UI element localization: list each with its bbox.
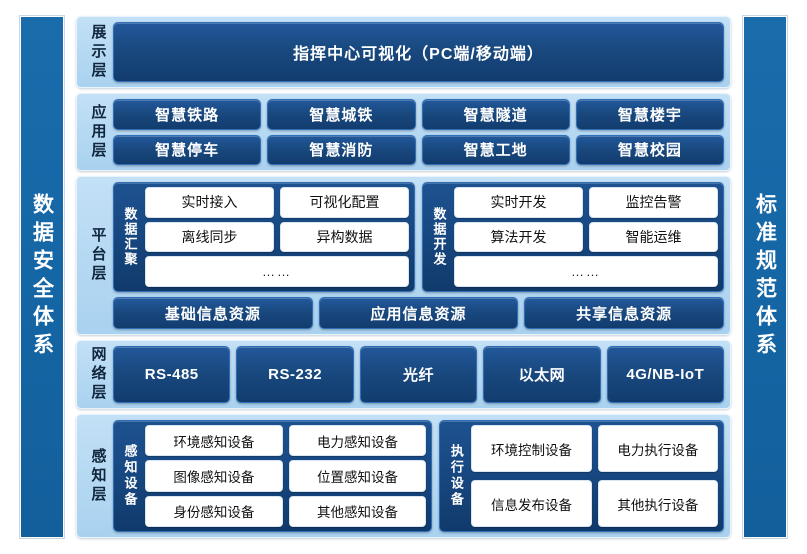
application-item-smart-firefighting[interactable]: 智慧消防 xyxy=(267,134,416,165)
sensing-devices-row-2: 图像感知设备 位置感知设备 xyxy=(145,460,427,492)
platform-resource-shared-info[interactable]: 共享信息资源 xyxy=(524,297,725,329)
sensing-device-image[interactable]: 图像感知设备 xyxy=(145,460,283,492)
presentation-item-command-center[interactable]: 指挥中心可视化（PC端/移动端） xyxy=(113,22,724,82)
actuator-devices-row-1: 环境控制设备 电力执行设备 xyxy=(471,425,718,472)
sensing-device-power[interactable]: 电力感知设备 xyxy=(288,425,427,457)
pillar-left-label: 数据安全体系 xyxy=(30,193,54,361)
application-item-smart-urban-rail[interactable]: 智慧城铁 xyxy=(267,99,416,130)
sensing-devices-row-3: 身份感知设备 其他感知设备 xyxy=(145,495,427,527)
perception-group-sensing-devices-label: 感知设备 xyxy=(122,444,138,508)
platform-group-data-development: 数据开发 实时开发 监控告警 算法开发 智能运维 …… xyxy=(422,182,724,292)
layer-application: 应用层 智慧铁路 智慧城铁 智慧隧道 智慧楼宇 智慧停车 智慧消防 智慧工地 智… xyxy=(76,93,731,171)
data-aggregation-row-2: 离线同步 异构数据 xyxy=(145,221,409,253)
network-item-rs485[interactable]: RS-485 xyxy=(113,346,231,403)
sensing-device-identity[interactable]: 身份感知设备 xyxy=(145,495,283,527)
layer-presentation-label: 展示层 xyxy=(89,23,107,81)
data-development-item-algorithm-dev[interactable]: 算法开发 xyxy=(454,221,583,253)
data-aggregation-row-3: …… xyxy=(145,256,409,288)
application-row-2: 智慧停车 智慧消防 智慧工地 智慧校园 xyxy=(113,134,724,165)
actuator-device-environment-control[interactable]: 环境控制设备 xyxy=(471,425,592,472)
platform-group-data-aggregation: 数据汇聚 实时接入 可视化配置 离线同步 异构数据 …… xyxy=(113,182,415,292)
layer-platform: 平台层 数据汇聚 实时接入 可视化配置 离线同步 异构数据 xyxy=(76,176,731,335)
platform-resource-application-info[interactable]: 应用信息资源 xyxy=(318,297,519,329)
actuator-device-info-release[interactable]: 信息发布设备 xyxy=(471,480,592,527)
platform-resource-basic-info[interactable]: 基础信息资源 xyxy=(113,297,313,329)
actuator-devices-row-2: 信息发布设备 其他执行设备 xyxy=(471,480,718,527)
data-aggregation-item-more[interactable]: …… xyxy=(145,256,409,288)
sensing-devices-row-1: 环境感知设备 电力感知设备 xyxy=(145,425,427,457)
layer-perception-label: 感知层 xyxy=(89,447,107,505)
platform-group-data-aggregation-label: 数据汇聚 xyxy=(122,207,138,267)
platform-resource-row: 基础信息资源 应用信息资源 共享信息资源 xyxy=(113,297,725,329)
network-item-4g-nbiot[interactable]: 4G/NB-IoT xyxy=(606,346,725,403)
data-aggregation-item-heterogeneous-data[interactable]: 异构数据 xyxy=(280,221,409,253)
data-development-item-monitor-alarm[interactable]: 监控告警 xyxy=(589,187,718,218)
data-development-row-3: …… xyxy=(454,256,718,288)
layer-network-label: 网络层 xyxy=(89,346,107,403)
pillar-right-label: 标准规范体系 xyxy=(753,193,777,361)
layer-network: 网络层 RS-485 RS-232 光纤 以太网 4G/NB-IoT xyxy=(76,340,731,409)
layer-platform-label: 平台层 xyxy=(89,227,107,284)
data-development-item-more[interactable]: …… xyxy=(454,256,718,288)
network-item-rs232[interactable]: RS-232 xyxy=(236,346,354,403)
application-item-smart-campus[interactable]: 智慧校园 xyxy=(575,134,724,165)
sensing-device-other[interactable]: 其他感知设备 xyxy=(288,495,427,527)
application-item-smart-construction-site[interactable]: 智慧工地 xyxy=(421,134,570,165)
application-item-smart-railway[interactable]: 智慧铁路 xyxy=(113,99,262,130)
data-aggregation-item-visual-config[interactable]: 可视化配置 xyxy=(280,187,409,218)
application-item-smart-tunnel[interactable]: 智慧隧道 xyxy=(421,99,570,130)
data-development-row-1: 实时开发 监控告警 xyxy=(454,187,718,218)
network-item-optical-fiber[interactable]: 光纤 xyxy=(359,346,478,403)
network-item-ethernet[interactable]: 以太网 xyxy=(483,346,601,403)
application-row-1: 智慧铁路 智慧城铁 智慧隧道 智慧楼宇 xyxy=(113,99,724,130)
actuator-device-other[interactable]: 其他执行设备 xyxy=(597,480,718,527)
data-development-row-2: 算法开发 智能运维 xyxy=(454,221,718,253)
layer-stack: 展示层 指挥中心可视化（PC端/移动端） 应用层 智慧铁路 智慧城铁 智慧隧道 … xyxy=(76,16,731,538)
data-development-item-realtime-dev[interactable]: 实时开发 xyxy=(454,187,583,218)
sensing-device-environment[interactable]: 环境感知设备 xyxy=(145,425,283,457)
actuator-device-power-execution[interactable]: 电力执行设备 xyxy=(597,425,718,472)
application-item-smart-parking[interactable]: 智慧停车 xyxy=(113,134,262,165)
data-aggregation-item-realtime-ingest[interactable]: 实时接入 xyxy=(145,187,274,218)
layer-application-label: 应用层 xyxy=(89,103,107,161)
perception-group-sensing-devices: 感知设备 环境感知设备 电力感知设备 图像感知设备 位置感知设备 xyxy=(113,420,433,532)
data-development-item-intelligent-ops[interactable]: 智能运维 xyxy=(589,221,718,253)
pillar-data-security: 数据安全体系 xyxy=(20,16,64,538)
layer-presentation: 展示层 指挥中心可视化（PC端/移动端） xyxy=(76,16,731,88)
network-row: RS-485 RS-232 光纤 以太网 4G/NB-IoT xyxy=(113,346,725,403)
sensing-device-position[interactable]: 位置感知设备 xyxy=(288,460,427,492)
perception-group-actuator-devices-label: 执行设备 xyxy=(448,444,464,508)
platform-group-data-development-label: 数据开发 xyxy=(431,207,447,267)
perception-group-actuator-devices: 执行设备 环境控制设备 电力执行设备 信息发布设备 其他执行设备 xyxy=(439,420,724,532)
layer-perception: 感知层 感知设备 环境感知设备 电力感知设备 图像感知设备 位置感知设备 xyxy=(76,414,731,538)
data-aggregation-row-1: 实时接入 可视化配置 xyxy=(145,187,409,218)
data-aggregation-item-offline-sync[interactable]: 离线同步 xyxy=(145,221,274,253)
application-item-smart-building[interactable]: 智慧楼宇 xyxy=(575,99,724,130)
pillar-standard-spec: 标准规范体系 xyxy=(743,16,787,538)
